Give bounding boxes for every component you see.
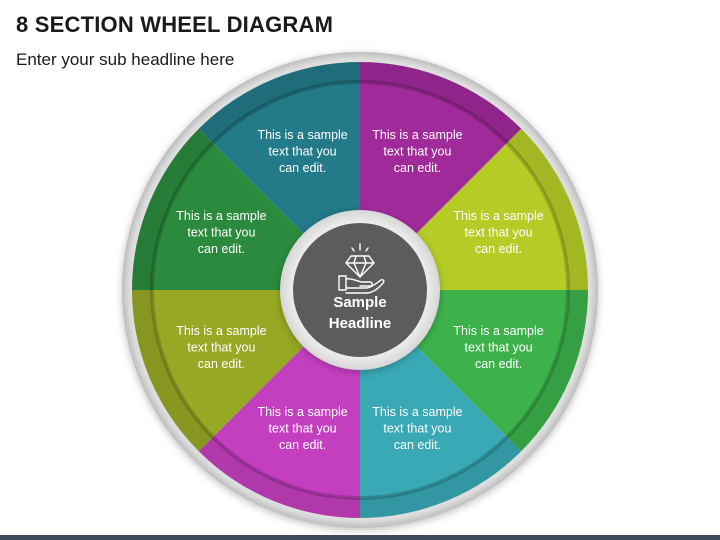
wheel-segment-4 xyxy=(360,345,522,518)
segment-5-text-line-2: text that you xyxy=(269,422,337,436)
page-title: 8 SECTION WHEEL DIAGRAM xyxy=(16,12,334,37)
segment-7-text-line-2: text that you xyxy=(187,226,255,240)
hub-center xyxy=(293,223,427,357)
segment-2-text-line-3: can edit. xyxy=(475,242,522,256)
page-subtitle: Enter your sub headline here xyxy=(16,50,235,69)
wheel-segment-2 xyxy=(415,128,588,290)
segment-5-text-line-3: can edit. xyxy=(279,438,326,452)
segment-8-text-line-2: text that you xyxy=(269,144,337,158)
segment-3-text-line-2: text that you xyxy=(465,340,533,354)
segment-outer-band xyxy=(132,62,588,518)
segment-4-text-line-1: This is a sample xyxy=(372,405,462,419)
wheel-segment-3 xyxy=(415,290,588,452)
segment-1-text-line-3: can edit. xyxy=(394,161,441,175)
wheel-segment-5 xyxy=(198,345,360,518)
segment-3-text-line-3: can edit. xyxy=(475,357,522,371)
segment-7-text-line-3: can edit. xyxy=(198,242,245,256)
segment-6-text-line-3: can edit. xyxy=(198,357,245,371)
segment-8-text-line-1: This is a sample xyxy=(257,128,347,142)
segment-6-text-line-1: This is a sample xyxy=(176,324,266,338)
segment-1-text-line-2: text that you xyxy=(383,144,451,158)
center-headline-line2: Headline xyxy=(329,315,392,332)
segment-8-text-line-3: can edit. xyxy=(279,161,326,175)
wheel-segment-7 xyxy=(132,128,305,290)
segment-4-text-line-2: text that you xyxy=(383,422,451,436)
segment-1-text-line-1: This is a sample xyxy=(372,128,462,142)
segment-2-text-line-1: This is a sample xyxy=(453,209,543,223)
wheel-segment-1 xyxy=(360,62,522,235)
wheel-segment-8 xyxy=(198,62,360,235)
segment-3-text-line-1: This is a sample xyxy=(453,324,543,338)
wheel-segments: This is a sample text that you can edit. Th… xyxy=(132,62,588,518)
segment-5-text-line-1: This is a sample xyxy=(257,405,347,419)
segment-6-text-line-2: text that you xyxy=(187,340,255,354)
wheel-segment-6 xyxy=(132,290,305,452)
bottom-bar xyxy=(0,535,720,540)
center-headline-line1: Sample xyxy=(333,294,386,311)
segment-7-text-line-1: This is a sample xyxy=(176,209,266,223)
inner-ring-line xyxy=(150,80,570,500)
segment-2-text-line-2: text that you xyxy=(465,226,533,240)
diamond-in-hand-icon xyxy=(338,243,385,294)
segment-4-text-line-3: can edit. xyxy=(394,438,441,452)
